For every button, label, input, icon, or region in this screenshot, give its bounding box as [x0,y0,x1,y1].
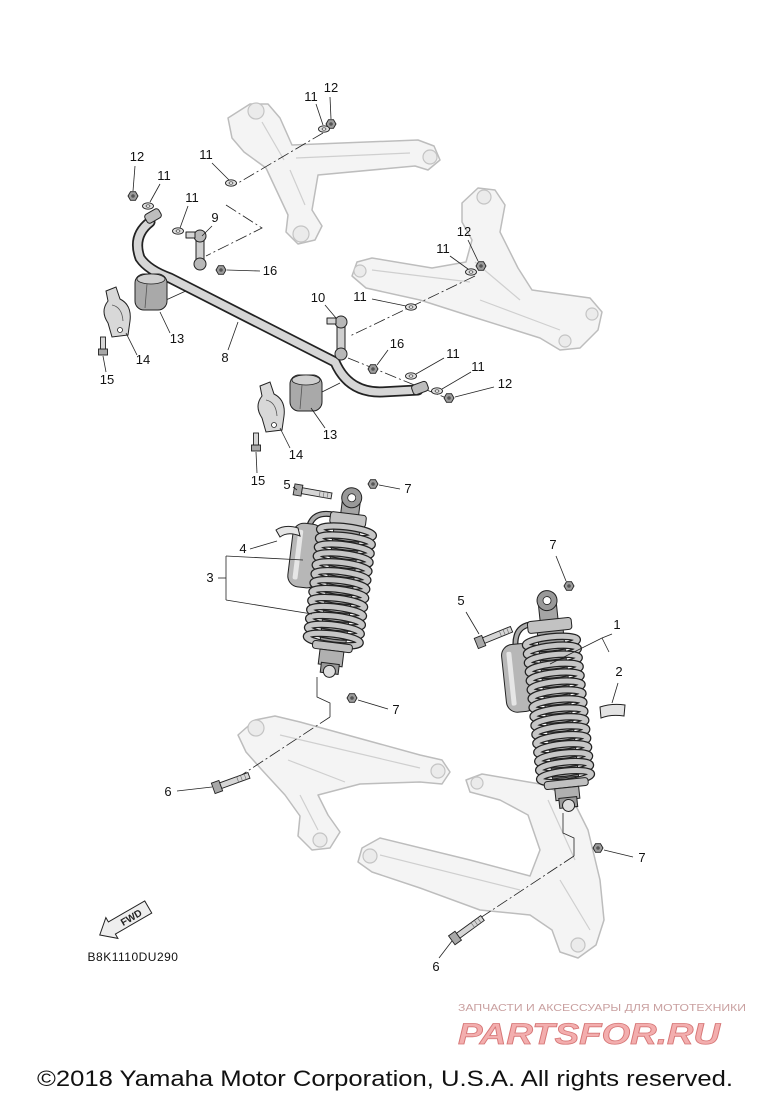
callout-label: 3 [206,570,213,585]
callout-label: 4 [239,541,246,556]
bolt-bracket-right [251,432,261,452]
callout-label: 1 [613,617,620,632]
washer [431,387,443,395]
callout-label: 11 [304,89,318,104]
washer [225,179,237,187]
fwd-arrow-icon: FWD [99,900,153,940]
bushing-bracket-left [103,286,131,338]
washer [142,202,154,210]
bolt-shock-top-right [473,623,515,650]
callout-label: 11 [353,289,367,304]
leader-lines [102,96,634,959]
hex-nut [563,581,575,591]
callout-label: 5 [283,477,290,492]
callout-label: 7 [404,481,411,496]
watermark-tagline: ЗАПЧАСТИ И АКСЕССУАРЫ ДЛЯ МОТОТЕХНИКИ [458,1002,746,1014]
watermark-logo: PARTSFOR.RU [458,1018,722,1051]
callout-label: 11 [185,190,199,205]
bushing-right [289,374,323,412]
label-sticker [599,703,626,719]
upper-arm-ghost-rear [351,187,603,351]
stabilizer-bar-end-right [411,380,429,396]
fwd-label: FWD [119,908,144,929]
callout-label: 12 [324,80,338,95]
hex-nut [592,843,604,853]
callout-label: 11 [436,241,450,256]
washer [405,372,417,380]
callout-label: 9 [211,210,218,225]
upper-arm-ghost-top [227,102,441,245]
bushing-left [134,273,168,311]
callout-label: 11 [446,346,460,361]
lower-arm-ghost-left [237,715,451,851]
shock-absorber-right [501,590,595,812]
bolt-shock-bottom-right [448,913,487,946]
callout-label: 7 [392,702,399,717]
callout-label: 6 [432,959,439,974]
callout-label: 2 [615,664,622,679]
copyright-notice: ©2018 Yamaha Motor Corporation, U.S.A. A… [37,1066,733,1091]
callout-labels: 12 11 12 11 11 11 9 16 12 11 10 11 13 14… [100,80,646,974]
hex-nut [346,693,358,703]
callout-label: 12 [130,149,144,164]
callout-label: 12 [498,376,512,391]
hex-nut [215,265,227,275]
callout-label: 8 [221,350,228,365]
callout-label: 5 [457,593,464,608]
callout-label: 14 [289,447,303,462]
hex-nut [367,364,379,374]
washer [465,268,477,276]
callout-label: 15 [251,473,265,488]
bolt-bracket-left [98,336,108,356]
callout-label: 7 [549,537,556,552]
callout-label: 15 [100,372,114,387]
callout-label: 16 [263,263,277,278]
hex-nut [127,191,139,201]
hex-nut [475,261,487,271]
callout-label: 7 [638,850,645,865]
lower-arm-ghost-right [357,773,605,959]
reservoir-band-left [275,525,301,538]
washer [318,125,330,133]
callout-label: 11 [199,147,213,162]
stabilizer-bar [132,208,429,398]
callout-label: 11 [157,168,171,183]
bushing-bracket-right [257,381,285,433]
stabilizer-bar-end-left [144,208,162,224]
washer [405,303,417,311]
callout-label: 13 [323,427,337,442]
hex-nut [367,479,379,489]
callout-label: 6 [164,784,171,799]
callout-label: 14 [136,352,150,367]
diagram-code: B8K1110DU290 [88,950,179,964]
callout-label: 11 [471,359,485,374]
callout-label: 12 [457,224,471,239]
stabilizer-link-right [326,315,348,361]
callout-label: 10 [311,290,325,305]
hex-nut [443,393,455,403]
bolt-shock-bottom-left [210,769,252,794]
washer [172,227,184,235]
bolt-shock-top-left [292,483,333,502]
stabilizer-link-left [185,229,207,271]
shock-absorber-left [287,487,379,678]
callout-label: 16 [390,336,404,351]
callout-label: 13 [170,331,184,346]
